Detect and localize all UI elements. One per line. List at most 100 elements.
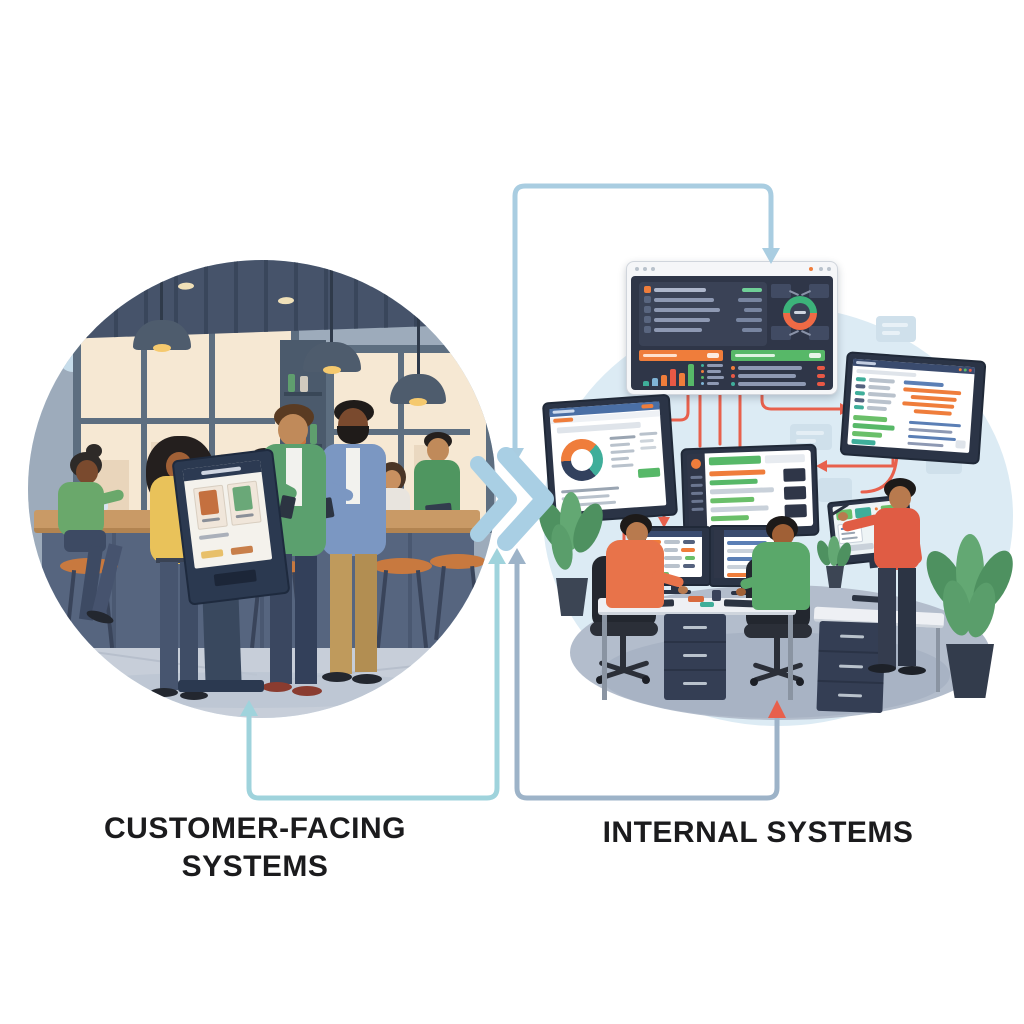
window-dot: [651, 267, 655, 271]
side-button: [783, 486, 807, 500]
app-logo-orange: [690, 458, 702, 470]
cell: [683, 564, 695, 568]
status-rows: [731, 366, 825, 386]
chair-post: [774, 636, 780, 672]
head: [626, 522, 648, 544]
pendant-lamp-cord: [160, 260, 163, 324]
hub-node: [771, 284, 791, 298]
list-text: [654, 297, 714, 302]
green-block-rows: [851, 414, 903, 447]
legend-dot: [701, 382, 704, 385]
browser-topbar: [627, 262, 837, 275]
desk-item-teal: [700, 602, 714, 607]
red-arrowhead-left: [816, 460, 827, 472]
head: [76, 460, 98, 484]
app-content: [704, 449, 814, 530]
caster-wheel: [642, 676, 650, 684]
deco-line: [796, 439, 816, 443]
window-dot: [643, 267, 647, 271]
dashboard-list-panel: [639, 282, 767, 346]
note-line: [908, 427, 953, 434]
monitor-screen: [847, 358, 975, 454]
pendant-lamp-cord: [330, 260, 333, 346]
head: [772, 524, 794, 546]
status-dot: [731, 366, 735, 370]
window-dot: [635, 267, 639, 271]
drawer-handle: [837, 693, 863, 698]
green-header-bar: [708, 455, 762, 466]
kiosk-base-plate: [178, 680, 264, 692]
list-value: [738, 297, 762, 302]
list-row: [644, 286, 762, 293]
deco-card: [818, 478, 852, 502]
light-row: [727, 549, 761, 553]
screen-sidebar: [714, 530, 724, 578]
side-panel-lines: [639, 431, 658, 450]
legend-row: [701, 376, 725, 379]
cell: [664, 548, 678, 552]
bottle: [300, 376, 308, 392]
window-mullion: [334, 429, 470, 435]
list-value-teal: [742, 287, 762, 292]
status-dot: [731, 374, 735, 378]
shoe: [180, 691, 208, 700]
legend-dot: [701, 364, 704, 367]
right-scene-caption: INTERNAL SYSTEMS: [602, 816, 914, 849]
list-icon-orange: [644, 286, 651, 293]
bar: [643, 380, 649, 386]
desk-leg: [936, 626, 940, 692]
green-row: [851, 430, 883, 438]
leg-dark: [878, 568, 896, 668]
note-line: [908, 420, 961, 428]
cell: [664, 564, 680, 568]
hub-node: [771, 326, 791, 340]
note-line: [907, 441, 944, 448]
bottle: [288, 374, 295, 392]
list-row: [644, 306, 762, 313]
cell: [854, 397, 865, 403]
search-bar: [556, 421, 641, 434]
header-rest: [764, 454, 805, 464]
bar: [652, 378, 658, 386]
red-link: [760, 392, 842, 411]
window-dot-orange: [809, 267, 813, 271]
pendant-lamp-cord: [417, 270, 420, 378]
cell: [854, 390, 866, 396]
bar: [688, 364, 694, 386]
table-row: [854, 397, 898, 405]
status-bar: [738, 382, 806, 386]
cell: [855, 376, 867, 382]
legend-row: [701, 370, 725, 373]
blue-row: [727, 541, 767, 545]
hub-diagram: [771, 280, 829, 346]
nav-item: [691, 499, 704, 504]
note-line: [907, 434, 957, 442]
toolbar-accent: [553, 417, 574, 423]
cell: [683, 540, 695, 544]
pen-cup: [712, 590, 721, 601]
nav-item: [690, 475, 703, 480]
panel-header-text: [643, 354, 677, 357]
bar: [679, 372, 685, 386]
green-panel-header: [731, 350, 825, 361]
window-mullion: [81, 418, 275, 424]
dashboard-body: [631, 276, 833, 390]
legend-row: [701, 382, 725, 385]
legend-text: [707, 364, 723, 367]
shoe: [150, 688, 178, 697]
table-row: [853, 404, 898, 412]
order-row-green: [709, 478, 758, 486]
wall-monitor-schedule: [839, 351, 987, 465]
bottle: [310, 424, 317, 444]
hub-center-text: [794, 311, 806, 314]
panel-header-chip: [809, 353, 821, 358]
drawer-divider: [818, 649, 885, 655]
head: [889, 486, 911, 510]
list-icon: [644, 326, 651, 333]
gantt-bar-orange: [902, 401, 955, 409]
side-button: [783, 468, 806, 482]
list-text: [654, 307, 720, 312]
text-lines: [609, 435, 637, 468]
cell: [681, 548, 695, 552]
